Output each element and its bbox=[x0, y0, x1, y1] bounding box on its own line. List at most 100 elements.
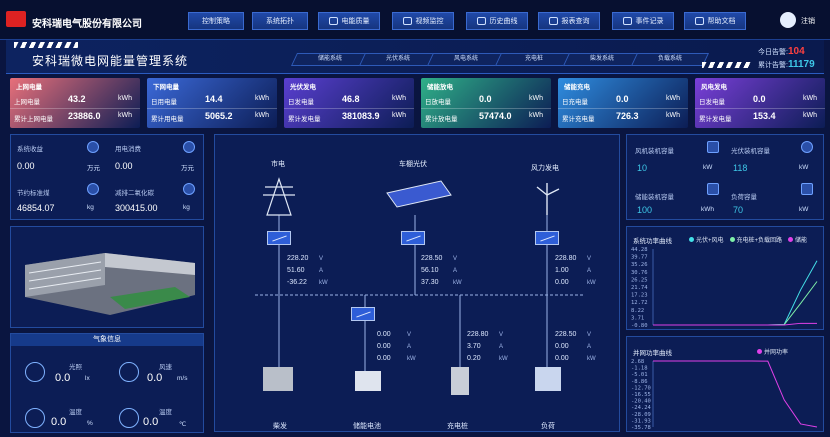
stat-label: 节约标准煤 bbox=[17, 190, 50, 197]
stat-unit: 万元 bbox=[181, 165, 194, 172]
tab-pv[interactable]: 光伏系统 bbox=[358, 53, 438, 66]
card-unit: kWh bbox=[118, 112, 132, 119]
nav-control-strategy[interactable]: 控制策略 bbox=[188, 12, 244, 30]
y-tick-label: -0.80 bbox=[631, 323, 648, 329]
card-label-total: 累计用电量 bbox=[151, 116, 184, 123]
alarm-total: 累计告警:11179 bbox=[758, 59, 815, 70]
chart-icon bbox=[476, 17, 486, 25]
breaker-grid[interactable] bbox=[267, 231, 291, 245]
sun-icon bbox=[25, 362, 45, 382]
charger-icon bbox=[451, 367, 469, 395]
card-divider bbox=[421, 108, 551, 109]
y-tick-label: 2.68 bbox=[631, 359, 644, 365]
legend-item[interactable]: 并网功率 bbox=[757, 347, 788, 356]
series-line bbox=[653, 322, 817, 326]
weather-label: 风速 bbox=[159, 364, 172, 371]
y-tick-label: 26.25 bbox=[631, 277, 648, 283]
card-label-daily: 日用电量 bbox=[151, 99, 177, 106]
grid-power-chart: 2.68-1.18-5.01-8.86-12.70-16.55-20.40-24… bbox=[631, 359, 818, 431]
source-grid-label: 市电 bbox=[271, 161, 285, 168]
load-capacity-icon bbox=[801, 183, 813, 195]
grid-power-chart-panel: 并网功率曲线 并网功率 2.68-1.18-5.01-8.86-12.70-16… bbox=[626, 336, 824, 432]
unit-v: V bbox=[587, 256, 592, 262]
unit-a: A bbox=[499, 344, 504, 350]
wind-power: 0.00 bbox=[555, 279, 569, 286]
unit-a: A bbox=[407, 344, 412, 350]
help-icon bbox=[694, 17, 704, 25]
card-value-daily: 0.0 bbox=[616, 94, 629, 104]
unit-kw: kW bbox=[407, 356, 416, 362]
tab-storage[interactable]: 储能系统 bbox=[290, 53, 370, 66]
weather-unit: % bbox=[87, 420, 93, 427]
nav-report-query[interactable]: 报表查询 bbox=[538, 12, 600, 30]
stat-value: 300415.00 bbox=[115, 203, 158, 213]
breaker-storage[interactable] bbox=[351, 307, 375, 321]
breaker-pv[interactable] bbox=[401, 231, 425, 245]
chart1-title: 系统功率曲线 bbox=[633, 238, 672, 245]
card-unit: kWh bbox=[529, 112, 543, 119]
unit-a: A bbox=[587, 268, 592, 274]
battery-label: 储能电池 bbox=[353, 423, 381, 430]
legend-item[interactable]: 充电桩+负载回路 bbox=[729, 235, 782, 244]
card-value-total: 726.3 bbox=[616, 111, 639, 121]
capacity-value: 118 bbox=[733, 163, 748, 173]
capacity-value: 100 bbox=[637, 205, 653, 215]
y-tick-label: 8.22 bbox=[631, 308, 644, 314]
weather-value: 0.0 bbox=[51, 416, 67, 428]
card-value-total: 381083.9 bbox=[342, 111, 380, 121]
co2-icon bbox=[183, 183, 195, 195]
card-title: 风电发电 bbox=[701, 84, 727, 91]
tab-wind[interactable]: 风电系统 bbox=[426, 53, 506, 66]
tab-load[interactable]: 负载系统 bbox=[630, 53, 710, 66]
weather-value: 0.0 bbox=[147, 372, 163, 384]
consume-icon bbox=[183, 141, 195, 153]
card-label-total: 累计放电量 bbox=[425, 116, 458, 123]
stat-unit: kg bbox=[183, 204, 190, 211]
storage-voltage: 228.80 bbox=[467, 331, 489, 338]
card-label-daily: 上网电量 bbox=[14, 99, 40, 106]
weather-unit: ℃ bbox=[179, 421, 187, 428]
nav-help-docs[interactable]: 帮助文档 bbox=[684, 12, 746, 30]
card-divider bbox=[147, 108, 277, 109]
breaker-wind[interactable] bbox=[535, 231, 559, 245]
card-value-daily: 46.8 bbox=[342, 94, 360, 104]
card-value-daily: 0.0 bbox=[753, 94, 766, 104]
capacity-label: 储能装机容量 bbox=[635, 194, 674, 201]
unit-kw: kW bbox=[587, 356, 596, 362]
stripe-decoration bbox=[14, 42, 78, 48]
stat-unit: kg bbox=[87, 204, 94, 211]
nav-event-log[interactable]: 事件记录 bbox=[612, 12, 674, 30]
unit-a: A bbox=[319, 268, 324, 274]
diesel-icon bbox=[263, 367, 293, 391]
nav-system-topology[interactable]: 系统拓扑 bbox=[252, 12, 308, 30]
y-tick-label: 12.72 bbox=[631, 300, 648, 306]
legend-dot bbox=[689, 237, 694, 242]
building-panel bbox=[10, 226, 204, 328]
capacity-unit: kWh bbox=[701, 206, 714, 213]
card-value-total: 5065.2 bbox=[205, 111, 233, 121]
company-logo bbox=[6, 11, 26, 27]
legend-dot bbox=[788, 237, 794, 242]
user-avatar[interactable] bbox=[780, 12, 796, 28]
nav-video-monitor[interactable]: 视频监控 bbox=[392, 12, 454, 30]
unit-kw: kW bbox=[499, 356, 508, 362]
weather-label: 温度 bbox=[159, 409, 172, 416]
nav-power-quality[interactable]: 电能质量 bbox=[318, 12, 380, 30]
wind-turbine-icon bbox=[536, 183, 560, 215]
wind-current: 1.00 bbox=[555, 267, 569, 274]
card-title: 储能放电 bbox=[427, 84, 453, 91]
legend-item[interactable]: 光伏+风电 bbox=[689, 235, 724, 244]
card-value-daily: 14.4 bbox=[205, 94, 223, 104]
logout-link[interactable]: 注销 bbox=[801, 18, 815, 25]
card-unit: kWh bbox=[255, 95, 269, 102]
capacity-label: 负荷容量 bbox=[731, 194, 757, 201]
tab-diesel[interactable]: 柴发系统 bbox=[562, 53, 642, 66]
card-value-total: 23886.0 bbox=[68, 111, 101, 121]
diesel-current: 0.00 bbox=[377, 343, 391, 350]
charger-power: 0.00 bbox=[555, 355, 569, 362]
nav-history-curve[interactable]: 历史曲线 bbox=[466, 12, 528, 30]
tab-charging[interactable]: 充电桩 bbox=[494, 53, 574, 66]
weather-unit: m/s bbox=[177, 375, 188, 382]
legend-item[interactable]: 储能 bbox=[788, 235, 807, 244]
